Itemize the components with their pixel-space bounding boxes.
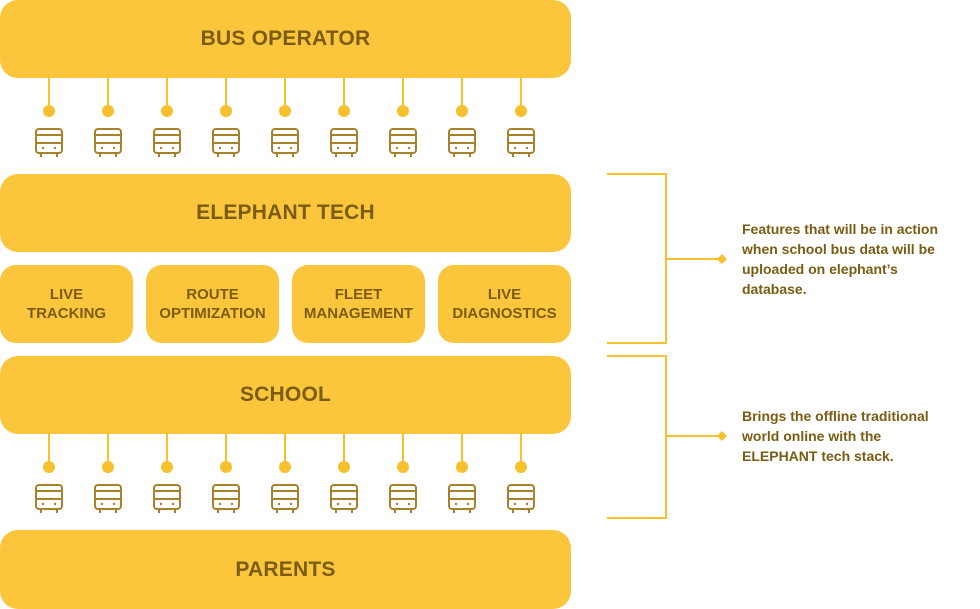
connector-dot-icon	[102, 461, 114, 473]
parents-label: PARENTS	[235, 557, 336, 581]
bus-icon	[35, 484, 63, 513]
feature-live-diagnostics: LIVE DIAGNOSTICS	[438, 265, 571, 343]
school-bracket	[607, 355, 722, 519]
features-bracket-diamond-icon	[717, 254, 727, 264]
elephant-tech-label: ELEPHANT TECH	[196, 201, 375, 224]
note-line: database.	[742, 281, 807, 297]
feature-line-1: LIVE	[49, 286, 84, 303]
note-line: ELEPHANT tech stack.	[742, 448, 894, 464]
school-bracket-diamond-icon	[717, 431, 727, 441]
connector-dot-icon	[397, 461, 409, 473]
bus-row-2	[35, 434, 535, 513]
connector-dot-icon	[515, 105, 527, 117]
connector-dot-icon	[456, 105, 468, 117]
feature-live-tracking: LIVE TRACKING	[0, 265, 133, 343]
elephant-tech-block: ELEPHANT TECH	[0, 174, 571, 252]
bus-icon	[94, 484, 122, 513]
feature-line-1: LIVE	[487, 286, 522, 303]
connector-dot-icon	[102, 105, 114, 117]
connector-dot-icon	[279, 105, 291, 117]
connector-dot-icon	[43, 461, 55, 473]
connector-dot-icon	[338, 461, 350, 473]
note-line: world online with the	[742, 428, 882, 444]
bus-icon	[271, 128, 299, 157]
features-bracket	[607, 173, 722, 344]
note-line: Brings the offline traditional	[742, 408, 929, 424]
bus-icon	[448, 128, 476, 157]
features-note: Features that will be in action when sch…	[742, 219, 938, 299]
feature-line-2: MANAGEMENT	[303, 305, 414, 322]
bus-icon	[330, 484, 358, 513]
bus-icon	[153, 128, 181, 157]
connector-dot-icon	[279, 461, 291, 473]
note-line: uploaded on elephant’s	[742, 261, 898, 277]
feature-route-optimization: ROUTE OPTIMIZATION	[146, 265, 279, 343]
connector-dot-icon	[338, 105, 350, 117]
connector-dot-icon	[220, 105, 232, 117]
bus-icon	[212, 128, 240, 157]
school-block: SCHOOL	[0, 356, 571, 434]
feature-line-2: OPTIMIZATION	[159, 305, 266, 322]
bus-icon	[330, 128, 358, 157]
bus-icon	[271, 484, 299, 513]
connector-dot-icon	[456, 461, 468, 473]
connector-dot-icon	[161, 461, 173, 473]
bus-row-1	[35, 78, 535, 157]
bus-icon	[153, 484, 181, 513]
bus-operator-label: BUS OPERATOR	[200, 27, 371, 50]
bus-icon	[212, 484, 240, 513]
feature-fleet-management: FLEET MANAGEMENT	[292, 265, 425, 343]
feature-line-1: ROUTE	[186, 286, 239, 303]
feature-line-2: TRACKING	[26, 305, 107, 322]
connector-dot-icon	[220, 461, 232, 473]
note-line: Features that will be in action	[742, 221, 939, 237]
bus-icon	[507, 484, 535, 513]
feature-line-1: FLEET	[334, 286, 383, 303]
bus-icon	[94, 128, 122, 157]
school-label: SCHOOL	[239, 383, 332, 406]
note-line: when school bus data will be	[742, 241, 935, 257]
connector-dot-icon	[161, 105, 173, 117]
bus-icon	[448, 484, 476, 513]
bus-icon	[389, 128, 417, 157]
connector-dot-icon	[43, 105, 55, 117]
bus-operator-block: BUS OPERATOR	[0, 0, 571, 78]
feature-line-2: DIAGNOSTICS	[452, 305, 557, 322]
bus-icon	[389, 484, 417, 513]
connector-dot-icon	[515, 461, 527, 473]
parents-block: PARENTS	[0, 530, 571, 609]
bus-icon	[507, 128, 535, 157]
connector-dot-icon	[397, 105, 409, 117]
bus-icon	[35, 128, 63, 157]
school-note: Brings the offline traditional world onl…	[742, 406, 929, 466]
